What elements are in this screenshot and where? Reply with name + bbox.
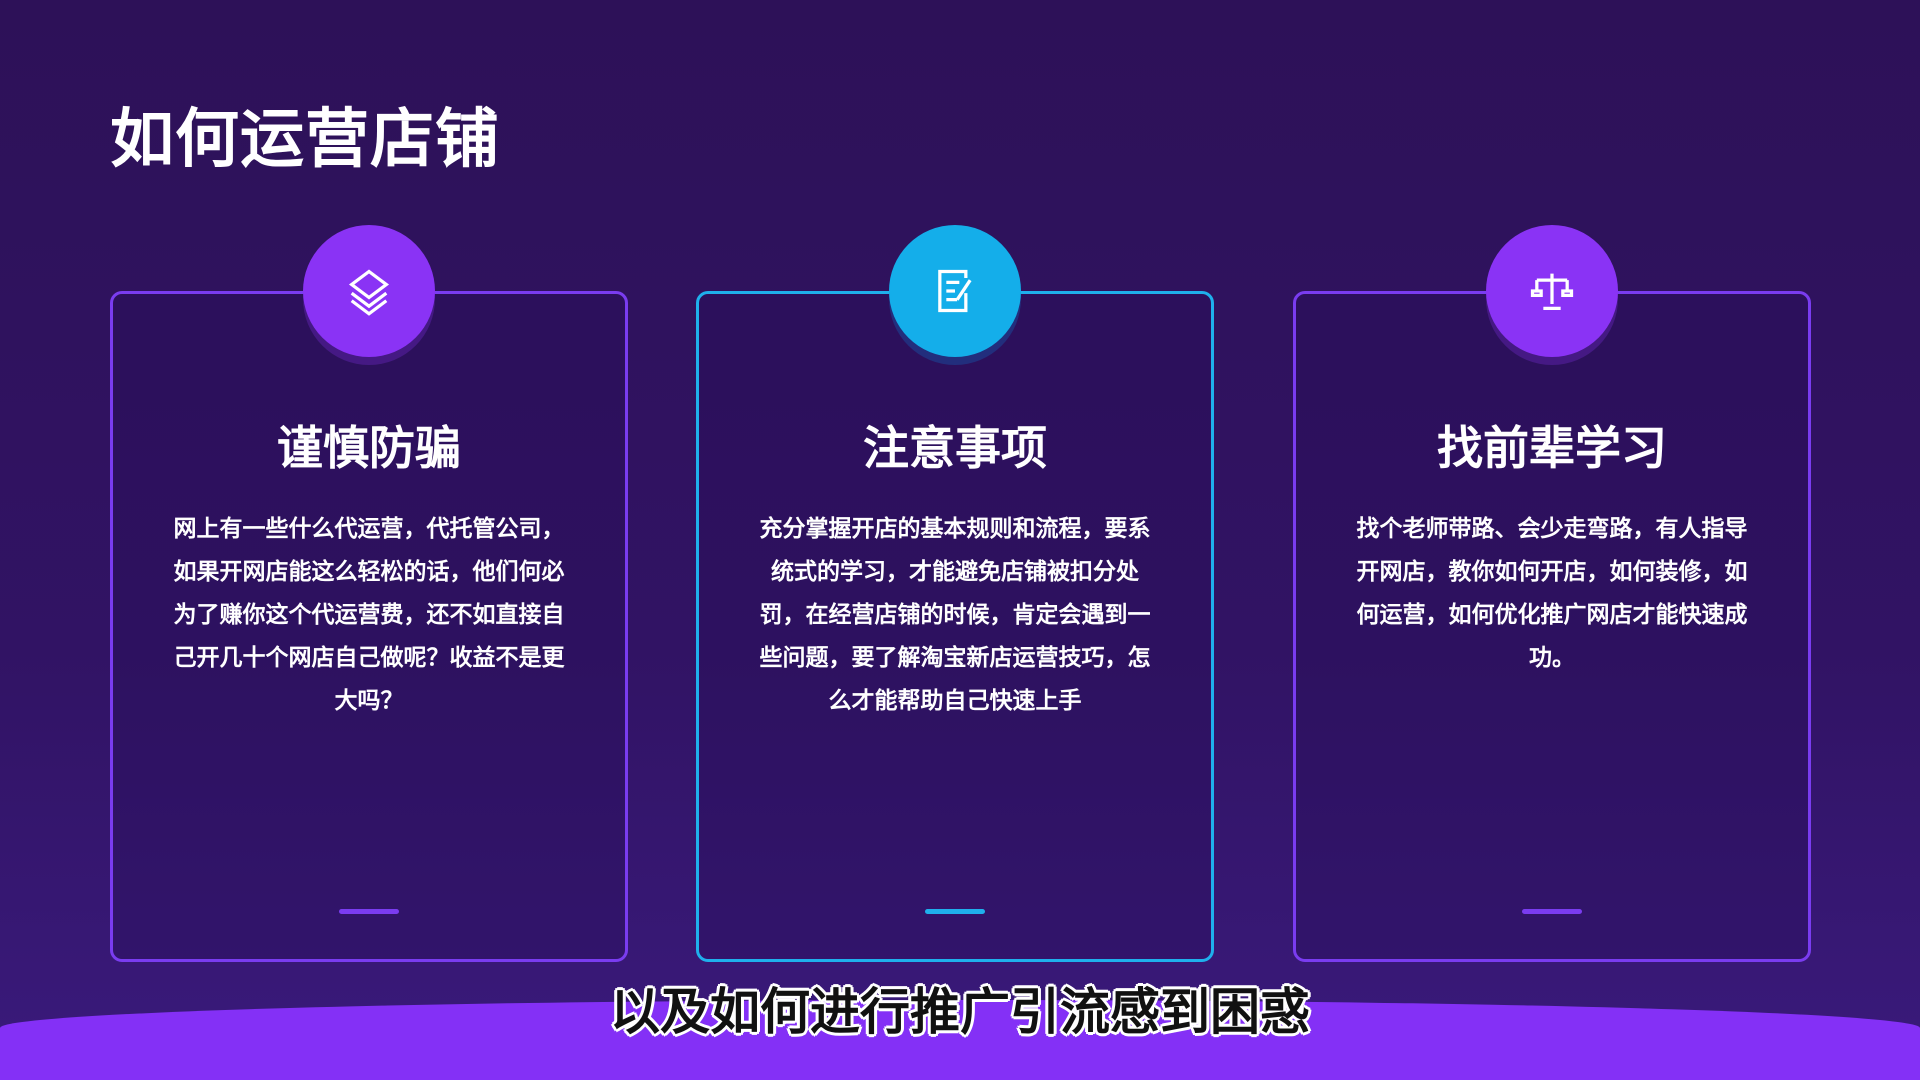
document-edit-icon xyxy=(889,225,1021,357)
card-heading: 找前辈学习 xyxy=(1437,421,1667,475)
card-heading: 谨慎防骗 xyxy=(277,421,461,475)
card-heading: 注意事项 xyxy=(863,421,1047,475)
card-body: 网上有一些什么代运营，代托管公司，如果开网店能这么轻松的话，他们何必为了赚你这个… xyxy=(173,516,565,714)
layers-icon xyxy=(303,225,435,357)
card-dash xyxy=(925,909,985,914)
scale-icon xyxy=(1486,225,1618,357)
card-dash xyxy=(1522,909,1582,914)
bottom-wave xyxy=(0,1000,1920,1080)
card-dash xyxy=(339,909,399,914)
card-mentor: 找前辈学习 找个老师带路、会少走弯路，有人指导开网店，教你如何开店，如何装修，如… xyxy=(1293,225,1811,962)
card-notes: 注意事项 充分掌握开店的基本规则和流程，要系统式的学习，才能避免店铺被扣分处罚，… xyxy=(696,225,1214,962)
card-body: 找个老师带路、会少走弯路，有人指导开网店，教你如何开店，如何装修，如何运营，如何… xyxy=(1356,516,1748,671)
video-subtitle: 以及如何进行推广引流感到困惑 xyxy=(610,983,1310,1041)
page-title: 如何运营店铺 xyxy=(110,103,500,177)
card-body: 充分掌握开店的基本规则和流程，要系统式的学习，才能避免店铺被扣分处罚，在经营店铺… xyxy=(759,516,1151,714)
card-caution: 谨慎防骗 网上有一些什么代运营，代托管公司，如果开网店能这么轻松的话，他们何必为… xyxy=(110,225,628,962)
